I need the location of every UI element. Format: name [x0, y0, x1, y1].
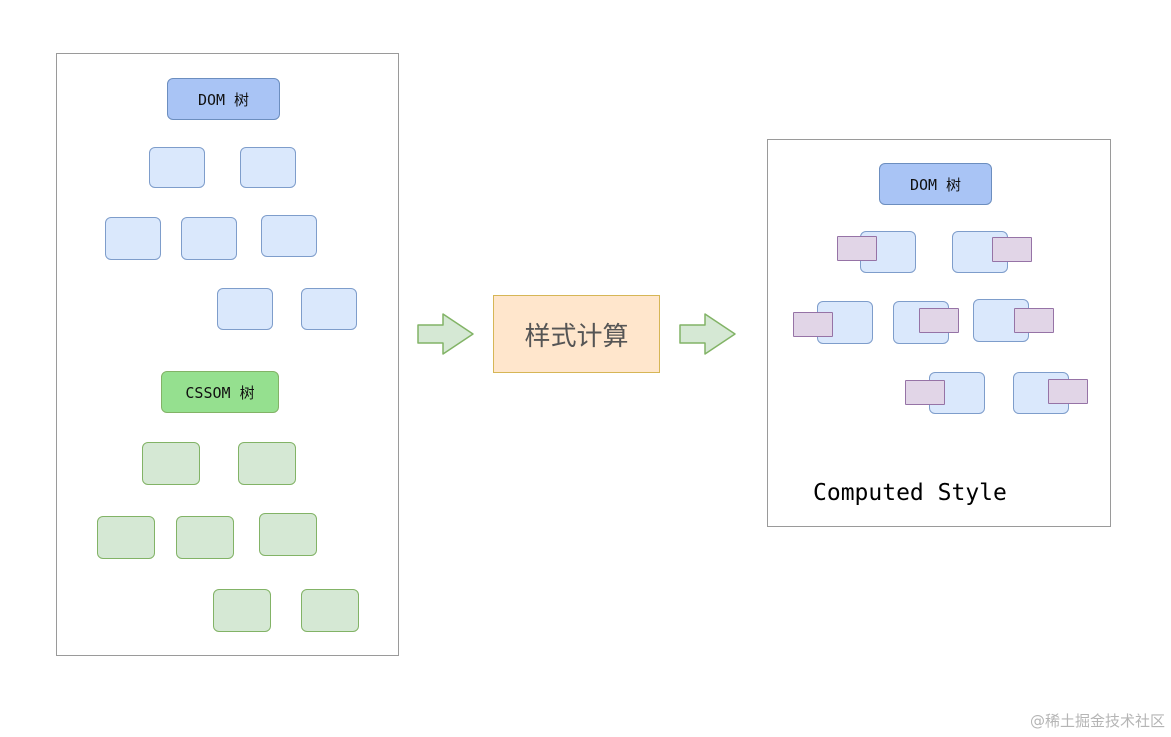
dom-node — [181, 217, 237, 260]
result-dom-root-label: DOM 树 — [909, 175, 962, 194]
dom-node — [261, 215, 317, 257]
computed-style-tag — [793, 312, 833, 337]
dom-node — [301, 288, 357, 330]
computed-style-tag — [905, 380, 945, 405]
dom-node — [217, 288, 273, 330]
input-panel — [56, 53, 399, 656]
cssom-tree-root-label: CSSOM 树 — [185, 383, 255, 402]
style-calculation-box: 样式计算 — [493, 295, 660, 373]
watermark: @稀土掘金技术社区 — [1029, 712, 1165, 730]
cssom-node — [301, 589, 359, 632]
computed-style-tag — [1014, 308, 1054, 333]
dom-tree-root-label: DOM 树 — [197, 90, 250, 109]
computed-style-callout: Computed Style — [813, 480, 1007, 506]
computed-style-tag — [837, 236, 877, 261]
dom-node — [149, 147, 205, 188]
cssom-node — [97, 516, 155, 559]
cssom-node — [238, 442, 296, 485]
computed-style-tag — [919, 308, 959, 333]
cssom-node — [142, 442, 200, 485]
computed-style-tag — [1048, 379, 1088, 404]
cssom-node — [259, 513, 317, 556]
dom-node — [240, 147, 296, 188]
result-dom-root: DOM 树 — [879, 163, 992, 205]
dom-tree-root: DOM 树 — [167, 78, 280, 120]
input-arrow — [417, 313, 474, 355]
result-dom-node — [973, 299, 1029, 342]
dom-node — [105, 217, 161, 260]
cssom-node — [213, 589, 271, 632]
cssom-tree-root: CSSOM 树 — [161, 371, 279, 413]
computed-style-tag — [992, 237, 1032, 262]
output-arrow — [679, 313, 736, 355]
style-calculation-label: 样式计算 — [524, 321, 629, 352]
cssom-node — [176, 516, 234, 559]
